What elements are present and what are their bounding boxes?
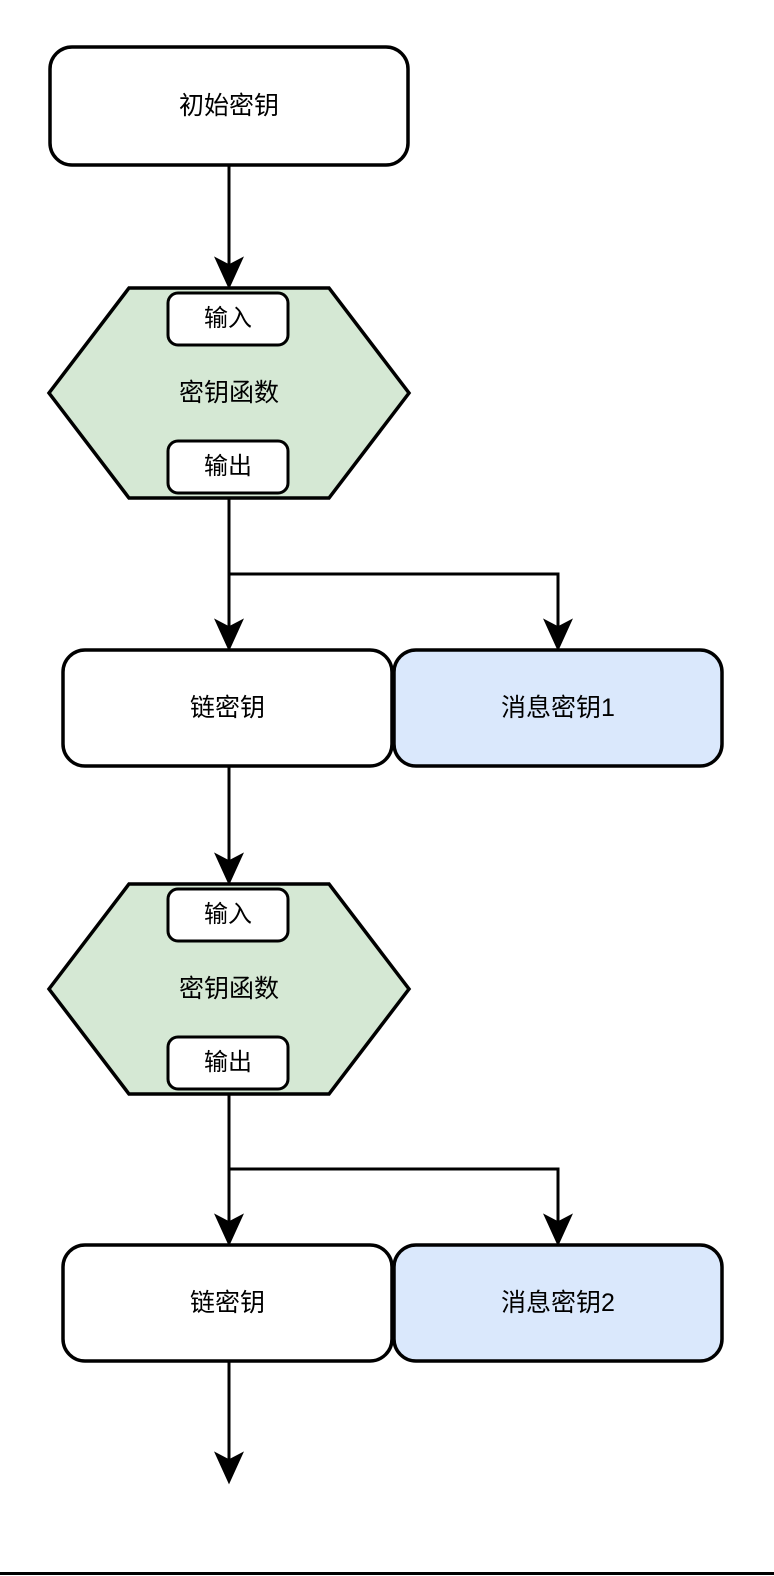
node-message-key-2[interactable] [392,1243,724,1363]
port-output-2[interactable] [166,1035,290,1091]
port-output-1[interactable] [166,439,290,495]
node-initial-key[interactable] [48,45,410,167]
port-input-1[interactable] [166,291,290,347]
node-chain-key-2[interactable] [61,1243,394,1363]
edge-kf2-to-msg2 [229,1167,573,1247]
node-chain-key-1[interactable] [61,648,394,768]
node-key-function-2[interactable] [46,882,412,1096]
port-input-2[interactable] [166,887,290,943]
node-message-key-1[interactable] [392,648,724,768]
node-key-function-1[interactable] [46,286,412,500]
edge-kf1-to-msg1 [229,572,573,652]
